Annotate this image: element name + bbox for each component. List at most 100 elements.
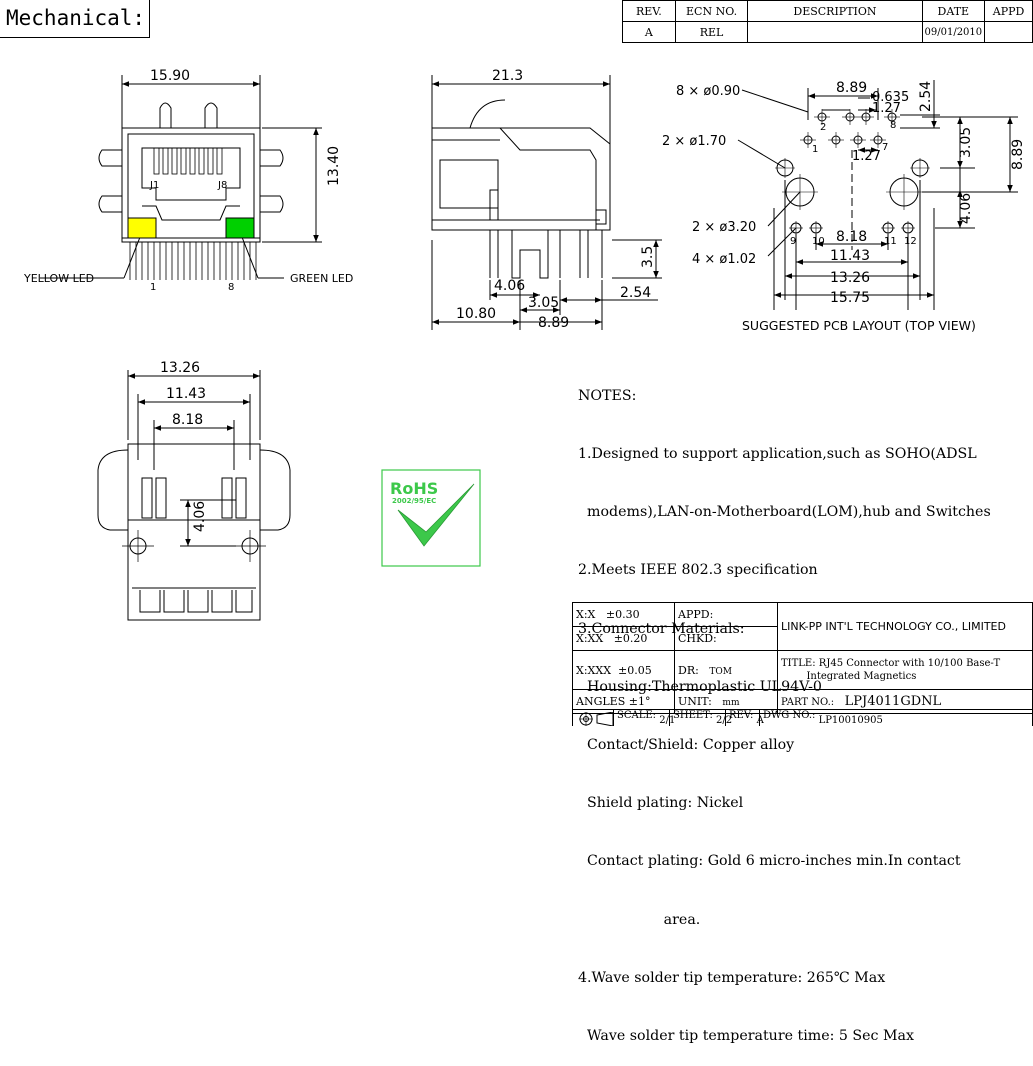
- rohs-title: RoHS: [390, 479, 438, 498]
- pcb-dim-0635: 0.635: [872, 90, 909, 105]
- side-length-dim: 21.3: [492, 68, 523, 84]
- tol-xxx-value: ±0.05: [618, 663, 652, 677]
- chkd-cell: CHKD:: [674, 626, 778, 651]
- title-block: X:X ±0.30 APPD: LINK-PP INT'L TECHNOLOGY…: [572, 602, 1033, 714]
- scale-cell: SCALE: 2/1: [613, 710, 675, 726]
- dwg-label: DWG NO.:: [763, 710, 816, 721]
- pin-label-j1: J1: [149, 180, 159, 191]
- dwg-value: LP10010905: [818, 715, 883, 726]
- sheet-value: 2/2: [716, 715, 733, 726]
- scale-value: 2/1: [659, 715, 676, 726]
- tol-xxx-label: X:XXX: [576, 663, 612, 677]
- pcb-dim-305-v: 3.05: [958, 127, 974, 158]
- pcb-pin-12: 12: [904, 236, 917, 247]
- unit-value: mm: [722, 698, 740, 708]
- appd-cell: [984, 21, 1033, 43]
- bottom-dim-1326: 13.26: [160, 360, 200, 376]
- pcb-dim-406-v: 4.06: [958, 193, 974, 224]
- notes-line: modems),LAN-on-Motherboard(LOM),hub and …: [578, 504, 991, 521]
- pcb-pin-8: 8: [890, 120, 896, 131]
- side-dim-1080: 10.80: [456, 306, 496, 322]
- tol-x-value: ±0.30: [605, 608, 640, 621]
- title-line-2: Integrated Magnetics: [806, 671, 917, 682]
- pcb-label-holes-102: 4 × ø1.02: [692, 252, 756, 267]
- ecn-header: ECN NO.: [674, 0, 749, 22]
- pcb-pin-9: 9: [790, 236, 796, 247]
- dr-value: TOM: [709, 666, 732, 677]
- notes-line: 1.Designed to support application,such a…: [578, 446, 977, 463]
- pcb-pin-1: 1: [812, 144, 818, 155]
- description-cell: [747, 21, 923, 43]
- pcb-label-holes-170: 2 × ø1.70: [662, 134, 726, 149]
- bottom-view: [97, 370, 291, 621]
- notes-line: 2.Meets IEEE 802.3 specification: [578, 562, 818, 579]
- front-height-dim: 13.40: [326, 146, 342, 186]
- title-line-1: RJ45 Connector with 10/100 Base-T: [818, 658, 1001, 669]
- part-label: PART NO.:: [781, 697, 835, 708]
- notes-line: NOTES:: [578, 387, 637, 404]
- pcb-dim-1326: 13.26: [830, 270, 870, 286]
- sheet-label: SHEET:: [673, 710, 713, 721]
- rohs-subtitle: 2002/95/EC: [392, 497, 436, 505]
- scale-label: SCALE:: [617, 710, 657, 721]
- projection-symbol-icon: [579, 712, 614, 726]
- pcb-layout-caption: SUGGESTED PCB LAYOUT (TOP VIEW): [742, 318, 976, 333]
- pcb-pin-7: 7: [882, 142, 888, 153]
- pcb-pin-2: 2: [820, 122, 826, 133]
- sheet-cell: SHEET: 2/2: [669, 710, 732, 726]
- tol-xxx-cell: X:XXX ±0.05: [572, 650, 675, 690]
- pcb-dim-127-mid: 1.27: [852, 149, 881, 164]
- pcb-label-holes-090: 8 × ø0.90: [676, 84, 740, 99]
- side-pin-height-dim: 3.5: [640, 246, 656, 268]
- side-dim-406: 4.06: [494, 278, 525, 294]
- side-dim-889: 8.89: [538, 315, 569, 331]
- green-led-label: GREEN LED: [290, 272, 353, 285]
- ecn-cell: REL: [674, 21, 749, 43]
- side-dim-254: 2.54: [620, 285, 651, 301]
- tol-xx-cell: X:XX ±0.20: [572, 626, 675, 651]
- company-name: LINK-PP INT'L TECHNOLOGY CO., LIMITED: [777, 602, 1033, 651]
- pin-label-8: 8: [228, 282, 234, 293]
- pcb-dim-127-top: 1.27: [872, 101, 901, 116]
- pcb-pin-11: 11: [884, 236, 897, 247]
- rev-footer-label: REV:: [729, 710, 754, 721]
- title-cell: TITLE: RJ45 Connector with 10/100 Base-T…: [777, 650, 1033, 690]
- tol-x-label: X:X: [576, 608, 596, 621]
- dwg-cell: DWG NO.: LP10010905: [759, 710, 883, 726]
- notes-line: 4.Wave solder tip temperature: 265℃ Max: [578, 969, 886, 986]
- dr-cell: DR: TOM: [674, 650, 778, 690]
- title-label: TITLE:: [781, 658, 816, 669]
- side-dim-305: 3.05: [528, 295, 559, 311]
- yellow-led-label: YELLOW LED: [23, 272, 94, 285]
- pcb-layout: [737, 80, 1018, 310]
- revision-row: A REL 09/01/2010: [622, 21, 1033, 43]
- notes-line: Contact/Shield: Copper alloy: [578, 737, 795, 754]
- pcb-pin-10: 10: [812, 236, 825, 247]
- tol-x-cell: X:X ±0.30: [572, 602, 675, 627]
- title-block-footer: SCALE: 2/1 SHEET: 2/2 REV: A DWG NO.: LP…: [572, 709, 1033, 726]
- green-led-indicator: [225, 217, 255, 239]
- yellow-led-indicator: [127, 217, 157, 239]
- rev-footer-value: A: [756, 715, 764, 726]
- notes-line: Wave solder tip temperature time: 5 Sec …: [578, 1028, 914, 1045]
- pcb-dim-889-v: 8.89: [1010, 139, 1026, 170]
- bottom-dim-818: 8.18: [172, 412, 203, 428]
- bottom-dim-406: 4.06: [192, 501, 208, 532]
- revision-table: REV. ECN NO. DESCRIPTION DATE APPD A REL…: [622, 0, 1033, 43]
- appd-cell: APPD:: [674, 602, 778, 627]
- notes-line: area.: [578, 911, 701, 928]
- bottom-dim-1143: 11.43: [166, 386, 206, 402]
- part-cell: PART NO.: LPJ4011GDNL: [777, 689, 1033, 714]
- pcb-dim-1575: 15.75: [830, 290, 870, 306]
- rev-footer-cell: REV: A: [725, 710, 764, 726]
- rohs-check-icon: [397, 483, 475, 547]
- part-value: LPJ4011GDNL: [844, 694, 942, 709]
- notes-line: Contact plating: Gold 6 micro-inches min…: [578, 853, 961, 870]
- rohs-logo: RoHS 2002/95/EC: [381, 469, 481, 567]
- tol-xx-value: ±0.20: [613, 632, 648, 645]
- date-cell: 09/01/2010: [921, 21, 986, 43]
- pcb-dim-818: 8.18: [836, 229, 867, 245]
- unit-label: UNIT:: [678, 695, 712, 708]
- tol-xx-label: X:XX: [576, 632, 604, 645]
- mechanical-drawing: 15.90 13.40 21.3 3.5 4.06 3.05 2.54 10.8…: [23, 68, 1026, 621]
